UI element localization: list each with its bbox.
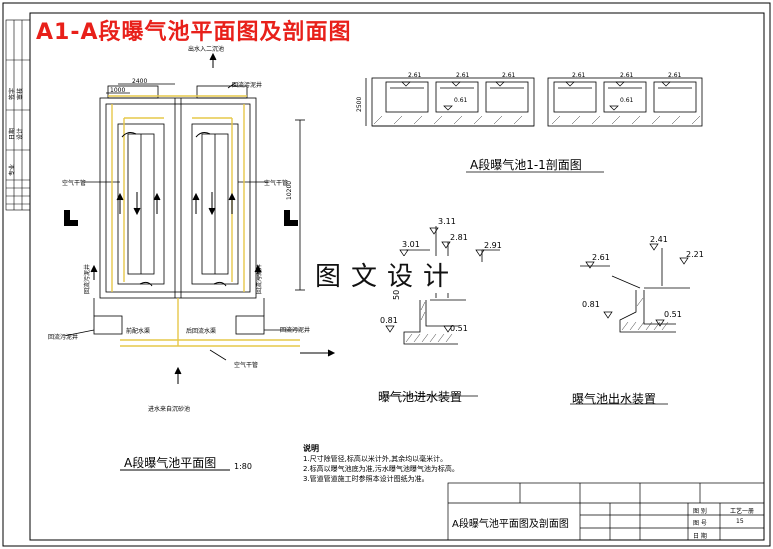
label-back-drain: 后回流水渠: [186, 328, 217, 335]
label-air-main-bottom: 空气干管: [234, 362, 259, 369]
inlet-level-4: 2.91: [484, 241, 502, 250]
section-view: [365, 77, 703, 173]
side-label-5: 设计: [17, 127, 24, 140]
dim-small: 1000: [110, 87, 126, 94]
title-block-row3-label: 日 期: [693, 533, 707, 540]
label-inlet: 进水来自沉砂池: [148, 406, 191, 413]
inlet-level-2: 2.81: [450, 233, 468, 242]
plan-scale: 1:80: [234, 462, 252, 471]
inlet-level-5: 0.81: [380, 316, 398, 325]
title-block: [447, 482, 765, 541]
notes-block: 说明 1.尺寸除管径,标高以米计外,其余均以毫米计。 2.标高以曝气池底为准,污…: [303, 444, 459, 484]
side-label-4: 审核: [17, 87, 24, 100]
plan-caption: A段曝气池平面图: [124, 456, 217, 470]
title-block-drawing-name: A段曝气池平面图及剖面图: [452, 519, 569, 530]
label-pump-right: 回流污泥井: [256, 263, 263, 294]
outlet-caption: 曝气池出水装置: [572, 392, 657, 406]
section-level-3: 2.61: [502, 72, 516, 79]
inlet-hatch: [405, 301, 453, 343]
inlet-level-6: 0.51: [450, 324, 468, 333]
label-outlet: 出水入二沉池: [188, 46, 225, 53]
title-block-row2-label: 图 号: [693, 520, 707, 527]
label-front-drain: 前配水渠: [126, 328, 151, 335]
section-caption: A段曝气池1-1剖面图: [470, 158, 582, 172]
section-level-5: 2.61: [572, 72, 586, 79]
outlet-level-2: 2.61: [592, 253, 610, 262]
inlet-level-3: 3.01: [402, 240, 420, 249]
label-return-sludge-top: 回流污泥井: [232, 82, 263, 89]
title-block-row1-value: 工艺一册: [730, 508, 755, 515]
inlet-caption: 曝气池进水装置: [378, 390, 463, 404]
section-level-6: 2.61: [620, 72, 634, 79]
side-label-3: 专业: [9, 163, 16, 176]
section-dim-height: 2500: [356, 96, 363, 112]
section-level-4: 0.61: [454, 97, 468, 104]
plan-view: [63, 82, 305, 361]
watermark-text: 图文设计: [311, 256, 464, 293]
outlet-level-4: 0.81: [582, 300, 600, 309]
outlet-level-5: 0.51: [664, 310, 682, 319]
inlet-level-1: 3.11: [438, 217, 456, 226]
dim-top: 2400: [132, 78, 148, 85]
section-level-2: 2.61: [456, 72, 470, 79]
label-air-main-right: 空气干管: [264, 180, 289, 187]
inner-frame: [29, 12, 765, 541]
inlet-device: [380, 226, 500, 397]
title-block-row2-value: 15: [736, 518, 744, 525]
outlet-level-1: 2.41: [650, 235, 668, 244]
page-title: A1-A段曝气池平面图及剖面图: [36, 20, 352, 45]
section-level-8: 0.61: [620, 97, 634, 104]
notes-item-1: 1.尺寸除管径,标高以米计外,其余均以毫米计。: [303, 455, 448, 463]
outlet-hatch: [621, 297, 669, 331]
label-air-main-left: 空气干管: [62, 180, 87, 187]
section-level-1: 2.61: [408, 72, 422, 79]
outlet-device: [570, 248, 690, 405]
title-block-row1-label: 图 别: [693, 508, 707, 515]
label-sludge-left: 回流污泥井: [48, 334, 79, 341]
section-level-7: 2.61: [668, 72, 682, 79]
side-panel: [5, 19, 31, 211]
inlet-dim: 50: [392, 289, 401, 300]
plan-marks: [64, 210, 298, 226]
yellow-pipes: [108, 95, 300, 347]
plan-arrows: [90, 52, 336, 384]
section-hatch: [373, 115, 701, 125]
level-markers: [385, 81, 689, 333]
label-pump-left: 回流污泥井: [84, 263, 91, 294]
label-sludge-right: 回流污泥井: [280, 327, 311, 334]
notes-item-3: 3.管道管道施工时参照本设计图纸为准。: [303, 475, 429, 483]
notes-heading: 说明: [303, 444, 319, 453]
outlet-level-3: 2.21: [686, 250, 704, 259]
notes-item-2: 2.标高以曝气池底为准,污水曝气池曝气池为标高。: [303, 465, 459, 473]
